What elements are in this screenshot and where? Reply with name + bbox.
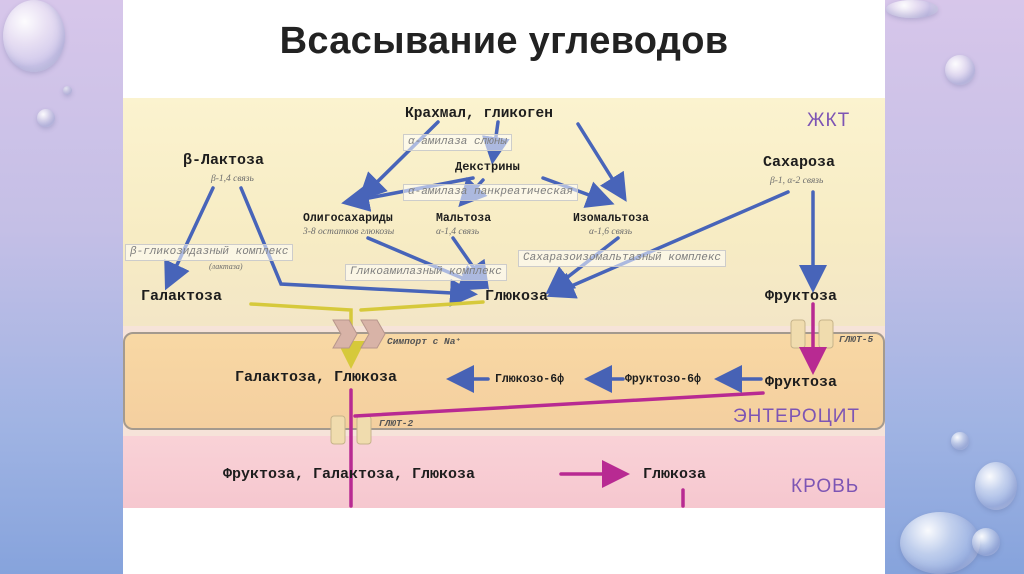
arrow-lactose-to-galactose: [164, 186, 215, 291]
glut5-channel: [790, 319, 834, 349]
node-galactose: Галактоза: [141, 288, 223, 305]
node-fructose: Фруктоза: [765, 288, 838, 305]
slide-title: Всасывание углеводов: [279, 20, 729, 62]
decor-bubble: [951, 432, 969, 450]
node-sucrose: Сахароза: [763, 154, 836, 171]
arrow-glucose-symport: [359, 300, 485, 312]
enzyme-glucoamylase: Гликоамилазный комплекс: [345, 264, 507, 281]
zone-blood-background: [123, 436, 885, 508]
decor-bubble: [972, 528, 1000, 556]
enzyme-sucrase-isomaltase: Сахаразоизомальтазный комплекс: [518, 250, 727, 267]
arrow-galactose-symport: [249, 302, 365, 369]
symport-channel: [332, 319, 386, 349]
arrow-lactose-to-glucose: [239, 186, 478, 307]
node-isomaltose: Изомальтоза: [573, 212, 649, 225]
cell-fructose: Фруктоза: [765, 374, 838, 391]
cell-fructose-6p: Фруктозо-6ф: [625, 373, 701, 386]
oligosaccharides-note: 3-8 остатков глюкозы: [303, 227, 395, 237]
glut2-label: ГЛЮТ-2: [379, 418, 414, 429]
decor-bubble: [900, 512, 980, 574]
zone-label-blood: КРОВЬ: [791, 476, 860, 497]
glut2-channel: [330, 415, 372, 445]
maltose-bond-note: α-1,4 связь: [436, 227, 480, 237]
decor-bubble: [945, 55, 975, 85]
enzyme-beta-glycosidase: β-гликозидазный комплекс: [125, 244, 294, 261]
node-lactose: β-Лактоза: [183, 152, 265, 169]
node-dextrins: Декстрины: [455, 160, 520, 174]
enterocyte-cell: [123, 332, 885, 430]
node-maltose: Мальтоза: [436, 212, 492, 225]
lactose-bond-note: β-1,4 связь: [211, 174, 254, 184]
decor-bubble: [975, 462, 1017, 510]
blood-glucose: Глюкоза: [643, 466, 707, 483]
enzyme-pancreatic-amylase: α-амилаза панкреатическая: [403, 184, 579, 201]
cell-galactose-glucose: Галактоза, Глюкоза: [235, 369, 398, 386]
arrow-sucrose-to-glucose: [546, 190, 790, 299]
zone-label-gut: ЖКТ: [807, 110, 851, 131]
isomaltose-bond-note: α-1,6 связь: [589, 227, 633, 237]
arrow-fructose-to-galglu-line: [353, 391, 765, 418]
symport-na-label: Симпорт с Na⁺: [387, 336, 462, 347]
decor-bubble: [63, 86, 72, 95]
enzyme-lactase-note: (лактаза): [209, 262, 243, 271]
arrow-starch-to-isomaltose: [576, 122, 627, 202]
enzyme-saliva-amylase: α-амилаза слюны: [403, 134, 513, 151]
node-oligosaccharides: Олигосахариды: [303, 212, 393, 225]
sucrose-bond-note: β-1, α-2 связь: [770, 176, 824, 186]
decor-bubble: [37, 109, 55, 127]
absorption-diagram: ЖКТ ЭНТЕРОЦИТ КРОВЬ Крахмал, гликоген α-…: [123, 98, 885, 508]
decor-bubble: [3, 0, 65, 72]
glut5-label: ГЛЮТ-5: [839, 334, 874, 345]
blood-fructose-galactose-glucose: Фруктоза, Галактоза, Глюкоза: [223, 466, 476, 483]
decor-bubble: [886, 0, 938, 18]
zone-label-enterocyte: ЭНТЕРОЦИТ: [733, 406, 861, 427]
slide: Всасывание углеводов: [123, 0, 885, 574]
node-starch-glycogen: Крахмал, гликоген: [405, 106, 553, 122]
cell-glucose-6p: Глюкозо-6ф: [495, 373, 565, 386]
node-glucose: Глюкоза: [485, 288, 549, 305]
